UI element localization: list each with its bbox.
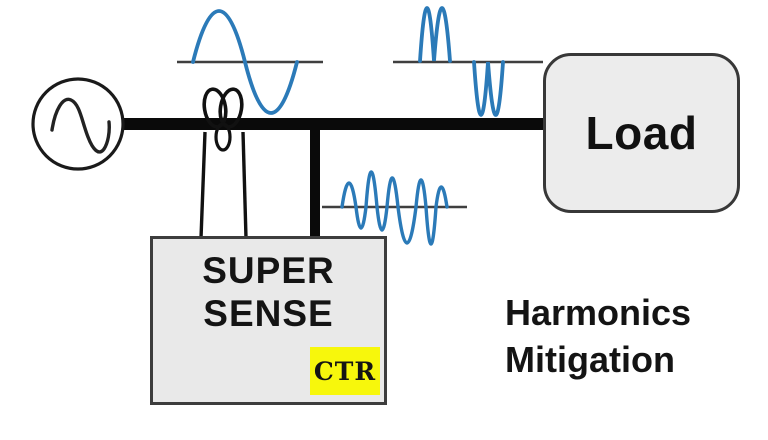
load-distorted-waveform [393,6,543,117]
current-transformer-coil-icon [199,87,248,239]
caption-line2: Mitigation [505,339,675,380]
super-sense-label: SUPER SENSE [153,249,384,335]
clean-sine-waveform [177,9,323,115]
branch-harmonics-waveform [322,170,467,246]
ctr-badge-label: CTR [313,356,377,386]
caption: Harmonics Mitigation [505,289,745,383]
ac-source-icon [31,77,125,171]
super-sense-label-line2: SENSE [203,293,334,334]
ctr-badge: CTR [310,347,380,395]
super-sense-label-line1: SUPER [202,250,335,291]
caption-line1: Harmonics [505,292,692,333]
load-label: Load [585,107,698,159]
load-box: Load [543,53,740,213]
